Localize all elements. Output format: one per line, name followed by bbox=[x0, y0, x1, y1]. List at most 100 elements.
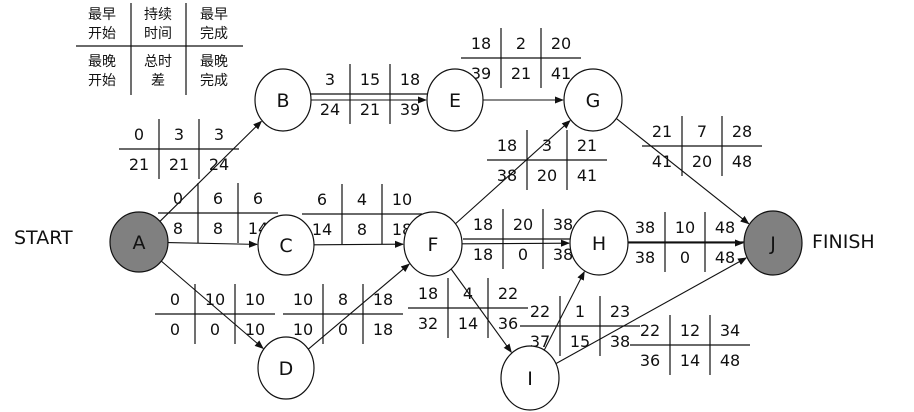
legend-late-finish-line2: 完成 bbox=[200, 73, 228, 89]
table-cell-bottom: 14 bbox=[312, 220, 332, 239]
table-cell-bottom: 0 bbox=[170, 320, 180, 339]
node-label: H bbox=[592, 233, 606, 255]
table-cell-top: 6 bbox=[253, 189, 263, 208]
table-cell-bottom: 18 bbox=[373, 320, 393, 339]
table-cell-top: 10 bbox=[293, 290, 313, 309]
node-G: G bbox=[563, 68, 623, 132]
table-cell-bottom: 41 bbox=[652, 152, 672, 171]
node-circle bbox=[563, 68, 623, 132]
table-cell-top: 21 bbox=[652, 122, 672, 141]
edge-A-C bbox=[167, 240, 258, 248]
node-label: B bbox=[276, 90, 289, 112]
table-cell-top: 0 bbox=[170, 290, 180, 309]
table-cell-top: 18 bbox=[497, 136, 517, 155]
table-cell-bottom: 8 bbox=[357, 220, 367, 239]
table-cell-bottom: 36 bbox=[498, 314, 518, 333]
table-cell-bottom: 32 bbox=[418, 314, 438, 333]
node-circle bbox=[569, 210, 629, 276]
table-cell-top: 15 bbox=[360, 70, 380, 89]
table-cell-top: 48 bbox=[715, 218, 735, 237]
table-cell-top: 18 bbox=[400, 70, 420, 89]
table-cell-bottom: 38 bbox=[553, 245, 573, 264]
edge-D-F bbox=[307, 263, 410, 350]
node-label: F bbox=[428, 234, 439, 256]
table-cell-bottom: 39 bbox=[400, 100, 420, 119]
table-cell-bottom: 0 bbox=[680, 248, 690, 267]
legend-duration-line1: 持续 bbox=[144, 6, 172, 23]
table-cell-bottom: 48 bbox=[732, 152, 752, 171]
table-cell-top: 18 bbox=[373, 290, 393, 309]
table-cell-bottom: 15 bbox=[570, 332, 590, 351]
table-cell-top: 34 bbox=[720, 321, 740, 340]
node-circle bbox=[257, 336, 315, 400]
table-cell-top: 22 bbox=[498, 284, 518, 303]
table-cell-bottom: 20 bbox=[692, 152, 712, 171]
table-cell-bottom: 24 bbox=[320, 100, 340, 119]
edge-C-F bbox=[313, 240, 404, 248]
table-cell-bottom: 0 bbox=[210, 320, 220, 339]
edge-I-J bbox=[555, 257, 748, 365]
table-cell-bottom: 38 bbox=[610, 332, 630, 351]
table-cell-top: 20 bbox=[513, 215, 533, 234]
legend-early-start-line1: 最早 bbox=[88, 7, 116, 23]
table-cell-top: 22 bbox=[530, 302, 550, 321]
table-cell-top: 6 bbox=[213, 189, 223, 208]
node-D: D bbox=[257, 336, 315, 400]
table-cell-top: 6 bbox=[317, 190, 327, 209]
node-A: A bbox=[109, 211, 169, 273]
legend-late-finish-line1: 最晚 bbox=[200, 54, 228, 70]
node-circle bbox=[109, 211, 169, 273]
table-cell-top: 10 bbox=[675, 218, 695, 237]
edge-A-B bbox=[159, 120, 263, 222]
table-cell-top: 4 bbox=[357, 190, 367, 209]
table-cell-top: 23 bbox=[610, 302, 630, 321]
node-F: F bbox=[403, 211, 463, 277]
table-cell-top: 18 bbox=[471, 34, 491, 53]
node-circle bbox=[500, 345, 560, 411]
table-cell-top: 10 bbox=[245, 290, 265, 309]
table-cell-bottom: 21 bbox=[169, 155, 189, 174]
table-cell-bottom: 20 bbox=[537, 166, 557, 185]
table-cell-bottom: 8 bbox=[173, 219, 183, 238]
node-label: C bbox=[279, 235, 292, 257]
finish-label: FINISH bbox=[812, 231, 875, 253]
node-label: E bbox=[449, 90, 461, 112]
table-cell-top: 3 bbox=[214, 125, 224, 144]
start-label: START bbox=[14, 227, 73, 249]
table-cell-top: 20 bbox=[551, 34, 571, 53]
legend-late-start-line2: 开始 bbox=[88, 73, 116, 89]
table-cell-top: 3 bbox=[174, 125, 184, 144]
table-cell-bottom: 36 bbox=[640, 351, 660, 370]
table-cell-top: 38 bbox=[553, 215, 573, 234]
table-cell-bottom: 21 bbox=[511, 64, 531, 83]
legend: 最早 开始 持续 时间 最早 完成 最晚 开始 总时 差 最晚 完成 bbox=[76, 3, 243, 95]
edge-F-G bbox=[455, 120, 571, 225]
table-cell-top: 38 bbox=[635, 218, 655, 237]
table-cell-bottom: 21 bbox=[129, 155, 149, 174]
table-cell-bottom: 41 bbox=[551, 64, 571, 83]
table-cell-bottom: 21 bbox=[360, 100, 380, 119]
table-cell-top: 3 bbox=[325, 70, 335, 89]
legend-late-start-line1: 最晚 bbox=[88, 54, 116, 70]
legend-duration-line2: 时间 bbox=[144, 26, 172, 42]
table-cell-top: 4 bbox=[463, 284, 473, 303]
table-cell-top: 10 bbox=[205, 290, 225, 309]
table-cell-top: 1 bbox=[575, 302, 585, 321]
table-cell-top: 12 bbox=[680, 321, 700, 340]
node-label: J bbox=[769, 233, 776, 255]
table-cell-bottom: 48 bbox=[715, 248, 735, 267]
node-label: I bbox=[527, 368, 533, 390]
node-circle bbox=[257, 214, 315, 276]
table-cell-top: 2 bbox=[516, 34, 526, 53]
table-cell-bottom: 10 bbox=[293, 320, 313, 339]
table-cell-top: 3 bbox=[542, 136, 552, 155]
